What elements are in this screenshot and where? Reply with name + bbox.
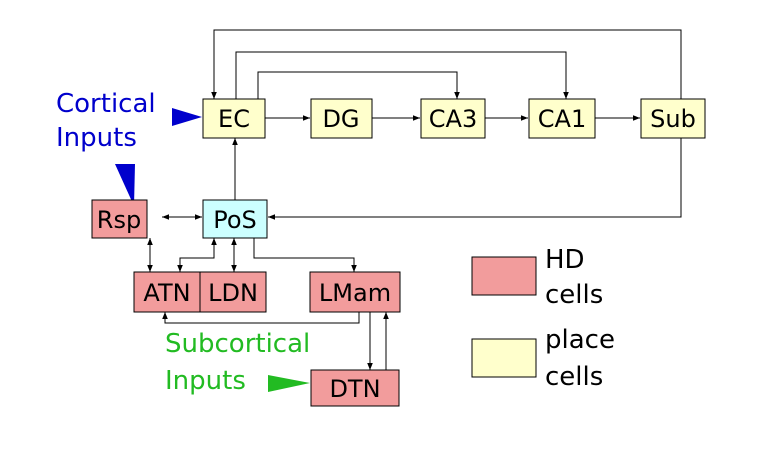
node-dg: DG bbox=[310, 98, 373, 139]
node-dtn: DTN bbox=[310, 369, 400, 407]
subcortical-inputs-label-line2: Inputs bbox=[165, 366, 246, 396]
node-ca1-label: CA1 bbox=[538, 105, 586, 133]
node-rsp-box bbox=[91, 199, 148, 239]
node-ec: EC bbox=[202, 98, 266, 139]
node-sub: Sub bbox=[640, 98, 706, 139]
edge-lmam-atn bbox=[162, 312, 360, 324]
legend: HD cells place cells bbox=[471, 245, 615, 392]
node-dg-box bbox=[310, 98, 373, 139]
edge-loop-ca1 bbox=[235, 51, 569, 99]
node-ec-box bbox=[202, 98, 266, 139]
node-ca3-label: CA3 bbox=[429, 105, 477, 133]
cortical-inputs-label-line1: Cortical bbox=[56, 89, 156, 119]
edge-pos-lmam bbox=[253, 238, 357, 272]
node-sub-box bbox=[640, 98, 706, 139]
legend-place-swatch bbox=[471, 338, 537, 378]
node-rsp: Rsp bbox=[91, 199, 148, 239]
edge-atn-pos bbox=[177, 238, 217, 272]
node-ldn-label: LDN bbox=[208, 279, 258, 307]
legend-hd-label-line1: HD bbox=[545, 245, 585, 275]
node-lmam-label: LMam bbox=[319, 279, 391, 307]
node-ca1-box bbox=[528, 98, 596, 139]
cortical-input-pointer-rsp bbox=[115, 164, 135, 206]
node-sub-label: Sub bbox=[650, 105, 696, 133]
legend-hd-swatch bbox=[471, 256, 537, 296]
node-ca1: CA1 bbox=[528, 98, 596, 139]
edge-sub-ec-outer bbox=[211, 29, 682, 99]
node-ldn-box bbox=[199, 271, 267, 313]
node-pos-label: PoS bbox=[213, 206, 257, 234]
node-dtn-label: DTN bbox=[329, 375, 380, 403]
node-lmam: LMam bbox=[309, 271, 401, 313]
cortical-inputs-label-line2: Inputs bbox=[56, 123, 137, 153]
node-dtn-box bbox=[310, 369, 400, 407]
subcortical-inputs-label-line1: Subcortical bbox=[165, 329, 310, 359]
node-pos: PoS bbox=[202, 199, 268, 239]
node-lmam-box bbox=[309, 271, 401, 313]
node-atn: ATN bbox=[133, 271, 201, 313]
node-ca3-box bbox=[420, 98, 486, 139]
legend-hd-label-line2: cells bbox=[545, 280, 603, 310]
edge-loop-ca3 bbox=[257, 71, 460, 99]
subcortical-input-pointer bbox=[268, 375, 310, 392]
node-ca3: CA3 bbox=[420, 98, 486, 139]
node-dg-label: DG bbox=[322, 105, 359, 133]
connections bbox=[147, 29, 682, 370]
node-ldn: LDN bbox=[199, 271, 267, 313]
cortical-input-pointer-ec bbox=[172, 108, 202, 126]
edge-sub-pos bbox=[268, 138, 682, 220]
legend-place-label-line1: place bbox=[545, 325, 615, 355]
node-pos-box bbox=[202, 199, 268, 239]
node-ec-label: EC bbox=[218, 105, 250, 133]
node-rsp-label: Rsp bbox=[97, 206, 141, 234]
legend-place-label-line2: cells bbox=[545, 362, 603, 392]
node-atn-label: ATN bbox=[143, 279, 190, 307]
